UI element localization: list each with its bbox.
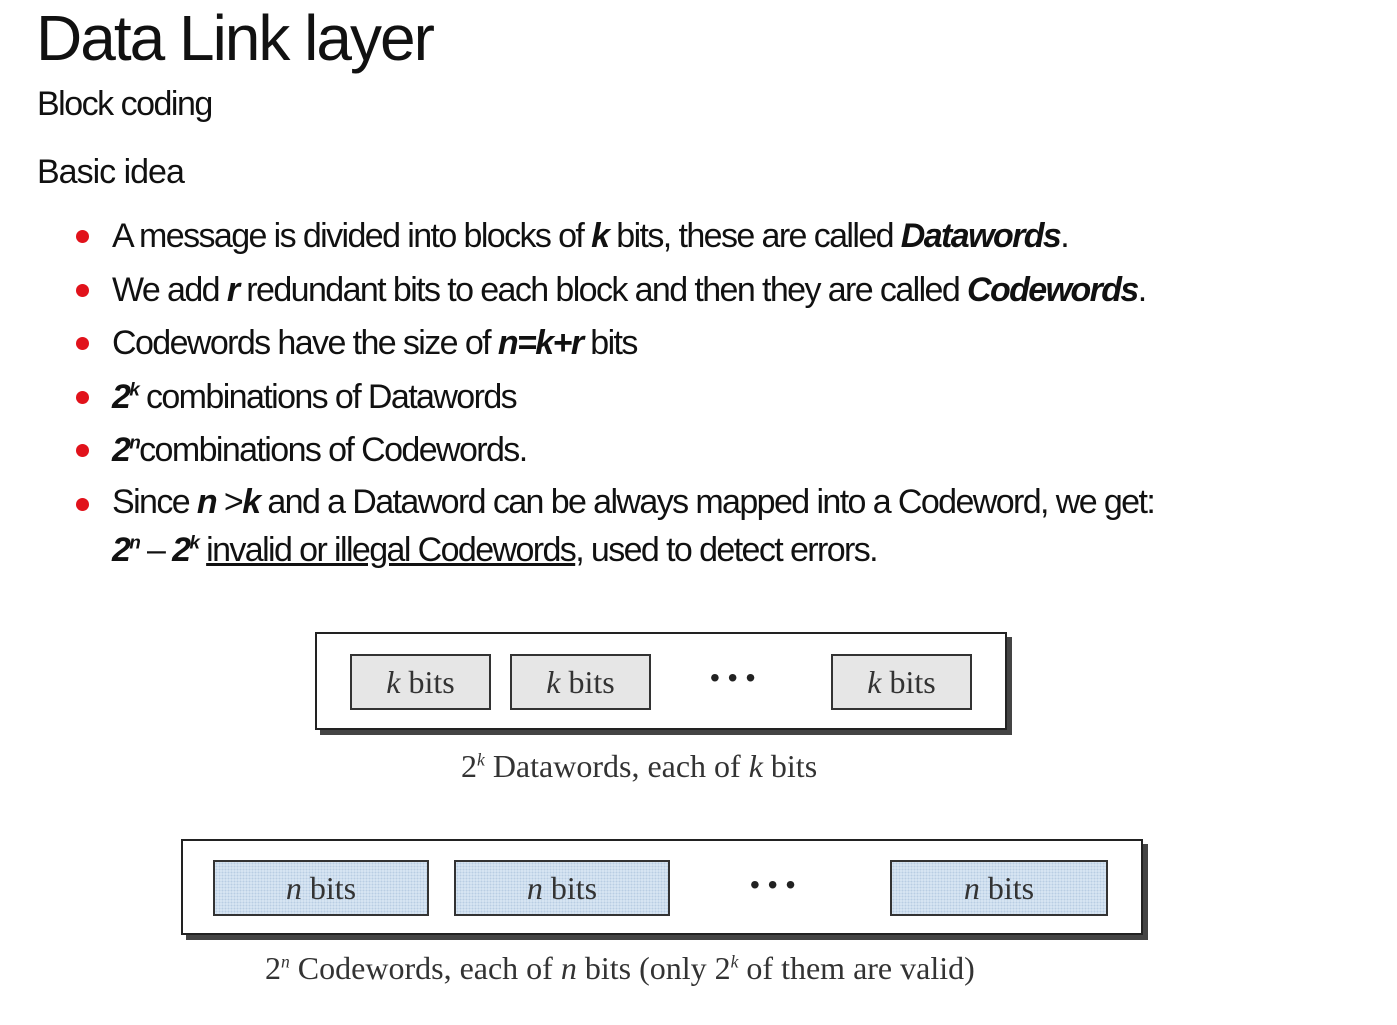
bullet-codeword-size: Codewords have the size of n=k+r bits <box>70 317 1360 371</box>
bullet-datawords: A message is divided into blocks of k bi… <box>70 210 1360 264</box>
var-r: r <box>226 270 240 309</box>
codewords-caption: 2n Codewords, each of n bits (only 2k of… <box>265 950 975 986</box>
term-datawords: Datawords <box>900 217 1062 255</box>
var-k: k <box>591 217 610 255</box>
page-subtitle: Block coding <box>37 85 213 123</box>
term-codewords: Codewords <box>967 270 1139 309</box>
bullet-list: A message is divided into blocks of k bi… <box>70 210 1360 574</box>
ellipsis-dots: ••• <box>710 662 764 693</box>
page-title: Data Link layer <box>36 2 435 74</box>
invalid-codewords-underline: invalid or illegal Codewords <box>206 530 577 569</box>
bullet-codewords: We add r redundant bits to each block an… <box>70 264 1360 318</box>
formula-n-equals-k-plus-r: n=k+r <box>497 324 584 362</box>
bullet-invalid-codewords: Since n >k and a Dataword can be always … <box>70 478 1360 574</box>
ellipsis-dots: ••• <box>750 869 804 900</box>
bullet-codeword-combinations: 2ncombinations of Codewords. <box>70 424 1360 478</box>
datawords-caption: 2k Datawords, each of k bits <box>461 748 818 784</box>
bullet-dataword-combinations: 2k combinations of Datawords <box>70 371 1360 425</box>
section-heading: Basic idea <box>37 153 185 191</box>
